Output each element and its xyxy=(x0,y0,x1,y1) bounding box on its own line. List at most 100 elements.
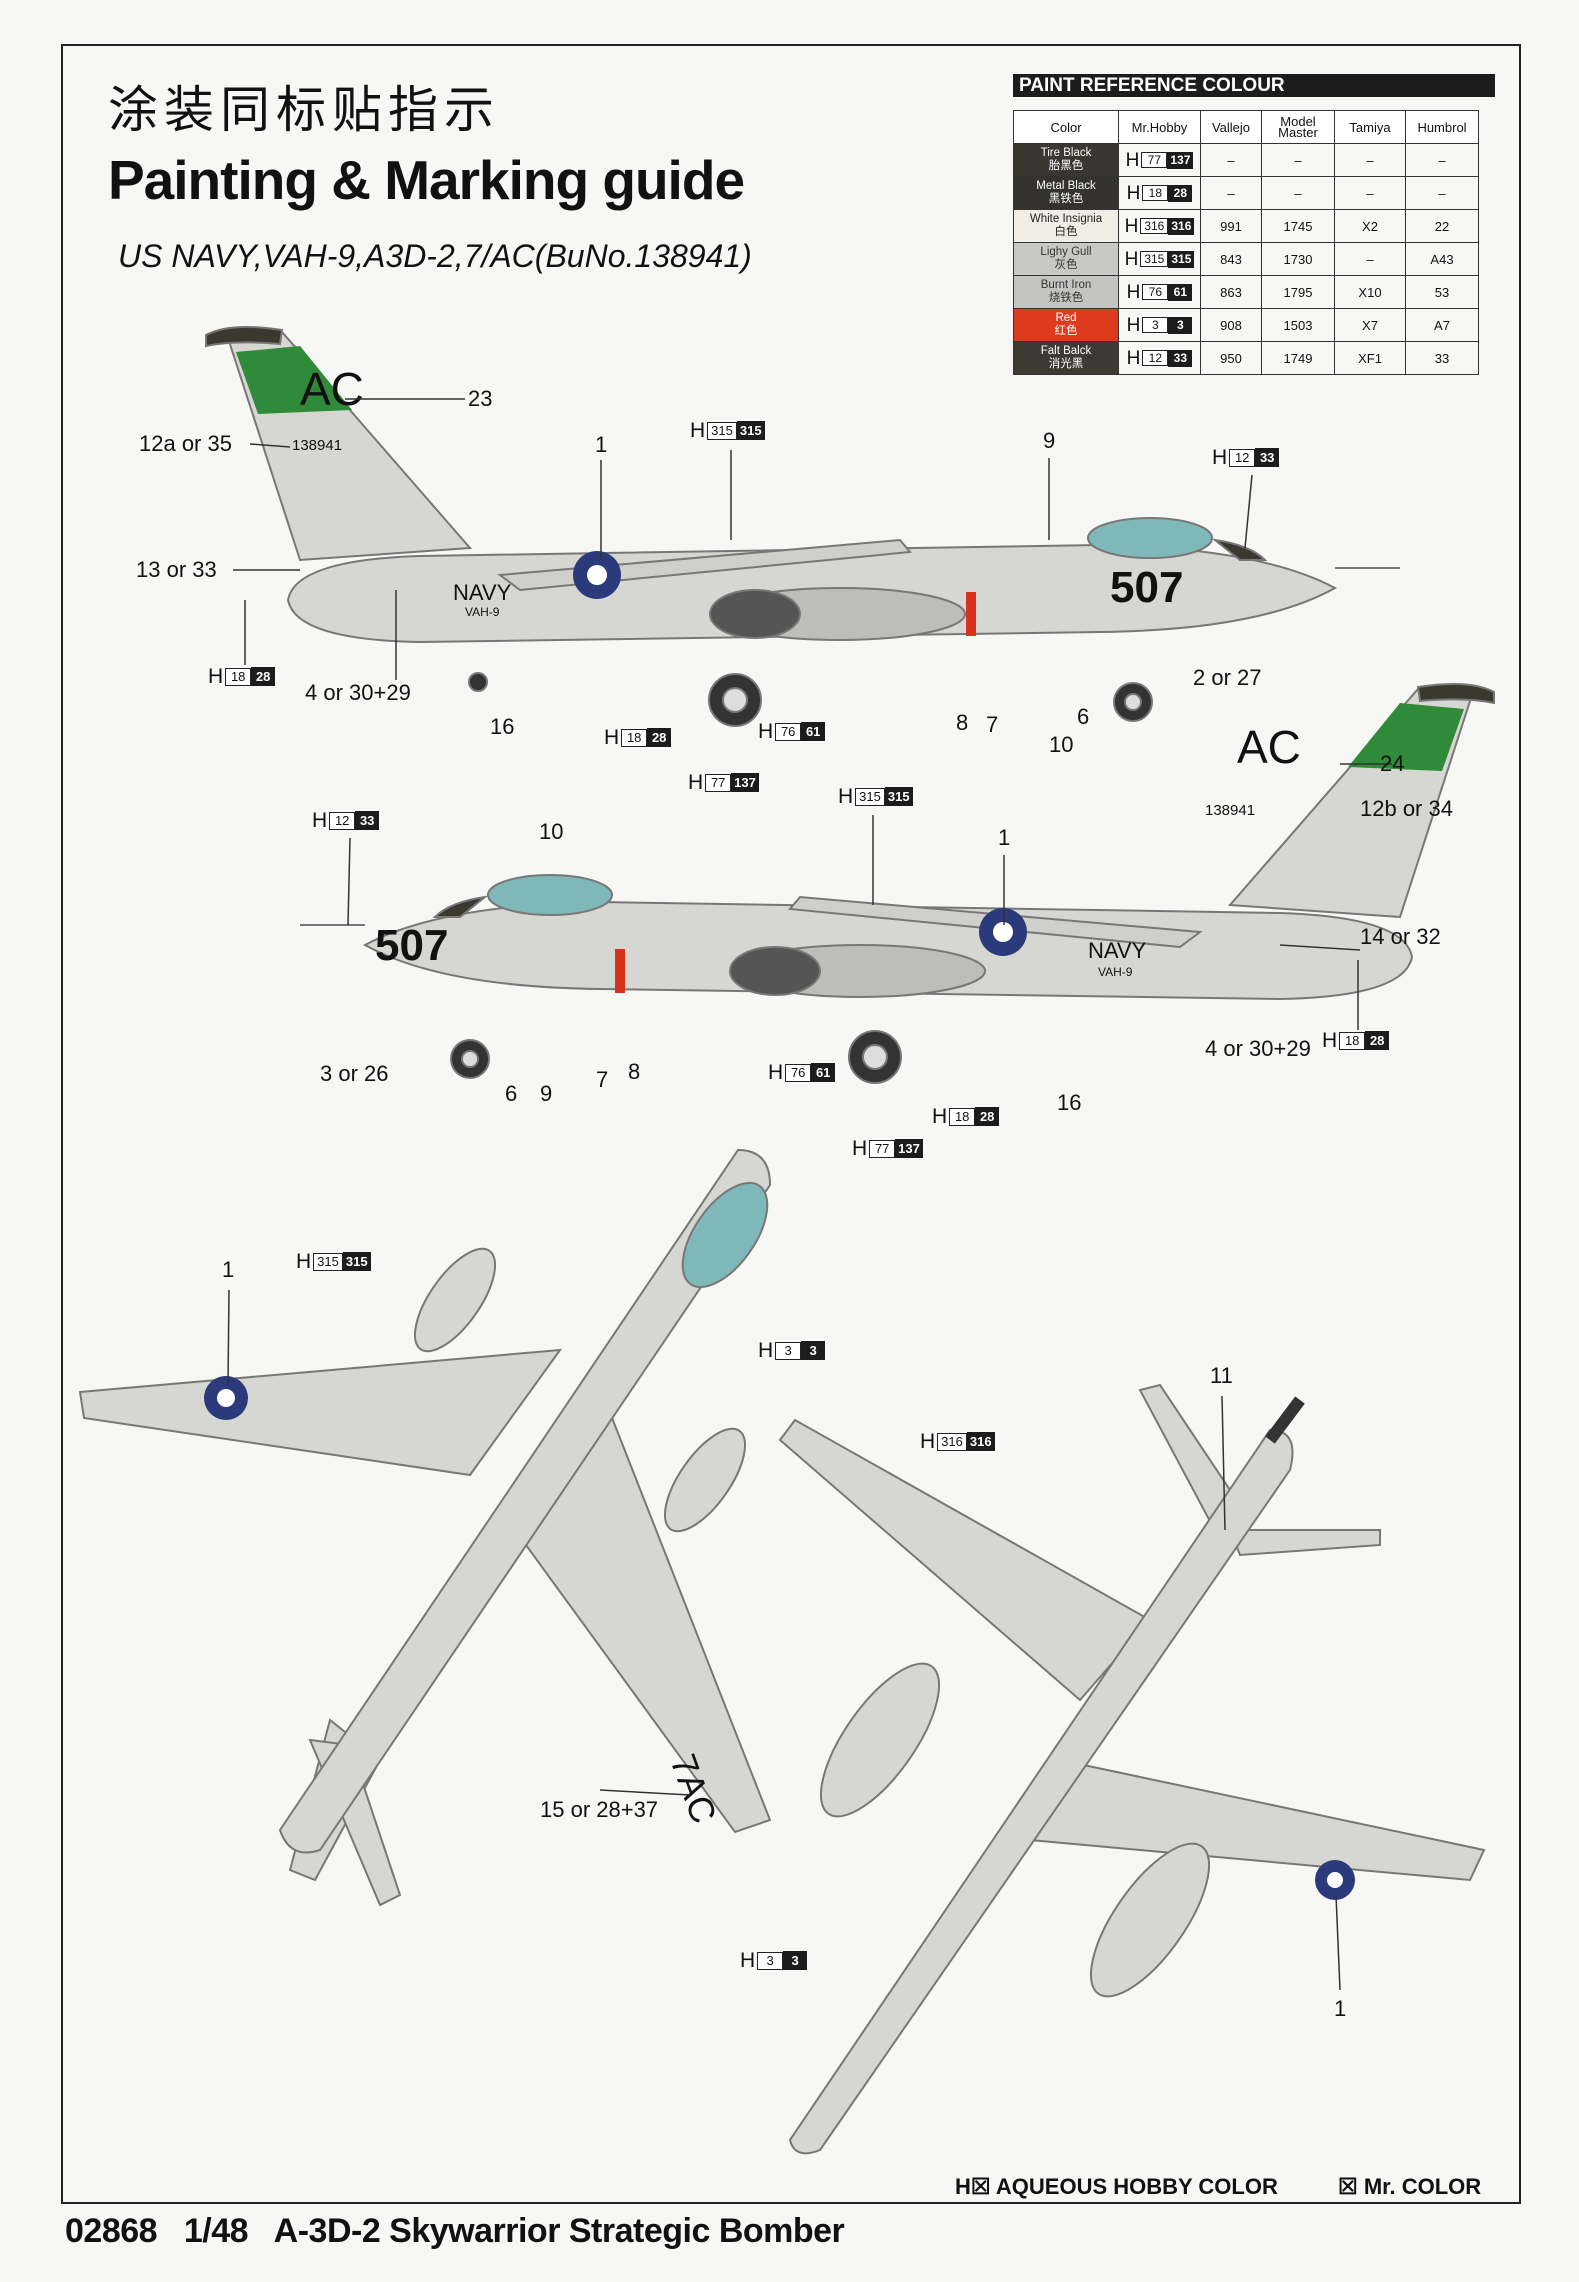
title-chinese: 涂装同标贴指示 xyxy=(108,81,500,139)
callout-9: 9 xyxy=(1043,428,1056,453)
page-frame xyxy=(61,44,1521,2204)
callout-12b-or-34: 12b or 34 xyxy=(1360,796,1453,821)
paint-table-title: PAINT REFERENCE COLOUR xyxy=(1013,74,1495,97)
callout-1-top: 1 xyxy=(222,1257,235,1282)
vallejo-code: 950 xyxy=(1200,341,1262,375)
serial-1: 138941 xyxy=(292,437,342,454)
vallejo-code: 908 xyxy=(1200,308,1262,342)
callout-11: 11 xyxy=(1210,1363,1233,1388)
callout-12a-or-35: 12a or 35 xyxy=(139,431,232,456)
callout-6: 6 xyxy=(1077,704,1090,729)
callout-2-or-27: 2 or 27 xyxy=(1193,665,1262,690)
callout-7: 7 xyxy=(986,712,999,737)
humbrol-code: A7 xyxy=(1405,308,1479,342)
callout-7b: 7 xyxy=(596,1067,609,1092)
callout-3-or-26: 3 or 26 xyxy=(320,1061,389,1086)
serial-2: 138941 xyxy=(1205,802,1255,819)
model-master-code: 1795 xyxy=(1261,275,1335,309)
navy-text-2: NAVY xyxy=(1088,938,1147,963)
callout-1-bottom: 1 xyxy=(1334,1996,1347,2021)
bottom-view xyxy=(778,1383,1486,2155)
callout-16: 16 xyxy=(490,714,515,739)
callout-14-or-32: 14 or 32 xyxy=(1360,924,1441,949)
callout-10: 10 xyxy=(1049,732,1074,757)
paint-reference-table: Color Mr.Hobby Vallejo Model Master Tami… xyxy=(1013,110,1479,375)
legend-aqueous: H☒ AQUEOUS HOBBY COLOR xyxy=(955,2174,1278,2199)
navy-text-1: NAVY xyxy=(453,580,512,605)
modex-2: 507 xyxy=(375,921,448,970)
model-master-code: 1749 xyxy=(1261,341,1335,375)
col-tamiya: Tamiya xyxy=(1334,110,1406,144)
kit-name: A-3D-2 Skywarrior Strategic Bomber xyxy=(273,2212,845,2250)
humbrol-code: 33 xyxy=(1405,341,1479,375)
callout-9b: 9 xyxy=(540,1081,553,1106)
aircraft-subtitle: US NAVY,VAH-9,A3D-2,7/AC(BuNo.138941) xyxy=(118,238,752,274)
callout-15-or-28-37: 15 or 28+37 xyxy=(540,1797,659,1822)
col-mrhobby: Mr.Hobby xyxy=(1118,110,1201,144)
top-view xyxy=(78,1148,772,1907)
callout-13-or-33: 13 or 33 xyxy=(136,557,217,582)
kit-scale: 1/48 xyxy=(183,2212,249,2250)
tamiya-code: X10 xyxy=(1334,275,1406,309)
kit-code: 02868 xyxy=(65,2212,158,2250)
callout-8b: 8 xyxy=(628,1059,641,1084)
side-view-starboard xyxy=(205,326,1400,727)
humbrol-code: – xyxy=(1405,176,1479,210)
callout-10b: 10 xyxy=(539,819,564,844)
modex-1: 507 xyxy=(1110,563,1183,612)
col-model-master: Model Master xyxy=(1261,110,1335,144)
callout-23: 23 xyxy=(468,386,493,411)
vallejo-code: 991 xyxy=(1200,209,1262,243)
vallejo-code: 843 xyxy=(1200,242,1262,276)
footer: 02868 1/48 A-3D-2 Skywarrior Strategic B… xyxy=(65,2212,845,2251)
tail-code-1: AC xyxy=(300,363,364,415)
callout-1b: 1 xyxy=(998,825,1011,850)
callout-24: 24 xyxy=(1380,751,1405,776)
page-title: Painting & Marking guide xyxy=(108,149,745,211)
callout-6b: 6 xyxy=(505,1081,518,1106)
squadron-1: VAH-9 xyxy=(465,605,500,619)
squadron-2: VAH-9 xyxy=(1098,965,1133,979)
tail-code-2: AC xyxy=(1237,721,1301,773)
model-master-code: 1503 xyxy=(1261,308,1335,342)
callout-4-or-30-29: 4 or 30+29 xyxy=(305,680,411,705)
side-view-port xyxy=(300,683,1495,1084)
callout-16b: 16 xyxy=(1057,1090,1082,1115)
callout-4-or-30-29b: 4 or 30+29 xyxy=(1205,1036,1311,1061)
legend-mr-color: ☒ Mr. COLOR xyxy=(1338,2174,1482,2199)
tamiya-code: X2 xyxy=(1334,209,1406,243)
model-master-code: 1730 xyxy=(1261,242,1335,276)
model-master-code: – xyxy=(1261,143,1335,177)
